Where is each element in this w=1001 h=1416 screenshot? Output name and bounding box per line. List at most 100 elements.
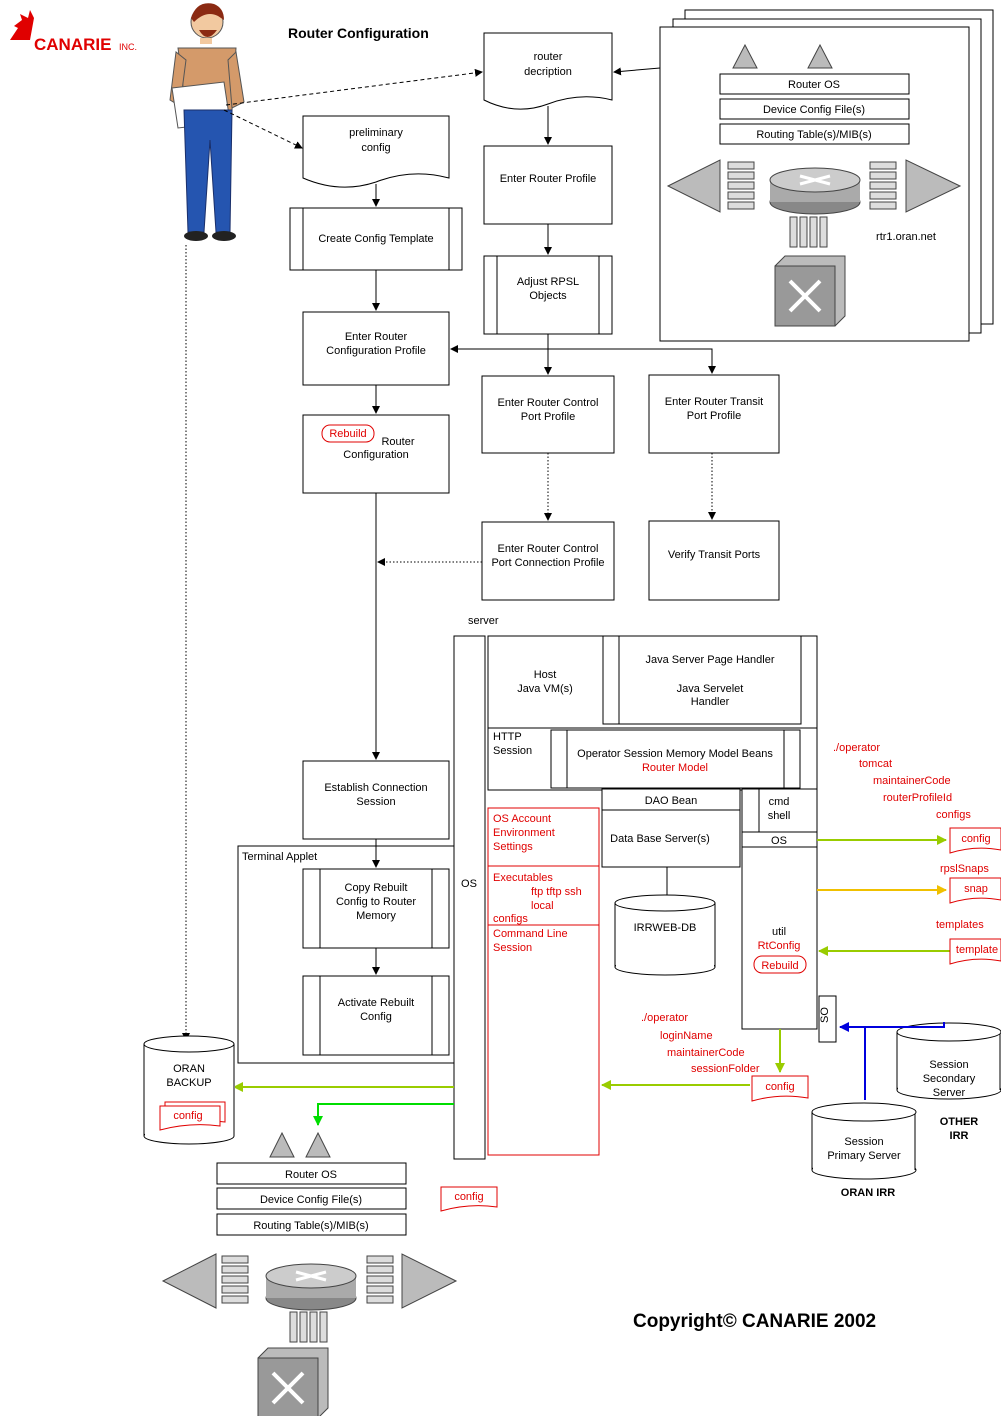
bottom-config-doc: config — [454, 1191, 483, 1203]
server-os-column: OS — [453, 635, 486, 1160]
backup-l2: BACKUP — [166, 1077, 211, 1089]
establish-l1: Establish Connection — [324, 782, 427, 794]
so-box: SO — [818, 995, 837, 1043]
preliminary-config-doc: preliminary config — [302, 115, 450, 188]
cmd-l2: shell — [768, 810, 791, 822]
secondary-l3: Server — [933, 1087, 966, 1099]
enter-profile-label: Enter Router Profile — [500, 173, 597, 185]
bottom-routing-tables: Routing Table(s)/MIB(s) — [253, 1220, 368, 1232]
rtconfig-label: RtConfig — [758, 940, 801, 952]
preliminary-line2: config — [361, 142, 390, 154]
copy-rebuilt-process: Copy Rebuilt Config to Router Memory — [302, 868, 450, 949]
maple-leaf-icon — [10, 10, 34, 40]
logo-suffix: INC. — [119, 42, 137, 52]
bottom-router-os: Router OS — [285, 1169, 337, 1181]
jsp-l2: Java Servelet — [677, 683, 744, 695]
router-description-doc: router decription — [483, 32, 613, 110]
copy-l2: Config to Router — [336, 896, 416, 908]
util-rebuild-badge: Rebuild — [761, 960, 798, 972]
enter-config-profile-box: Enter Router Configuration Profile — [302, 311, 450, 386]
bpath-session: sessionFolder — [691, 1063, 760, 1075]
transit-port-profile-box: Enter Router Transit Port Profile — [648, 374, 780, 454]
irrweb-db-label: IRRWEB-DB — [634, 922, 697, 934]
secondary-server-cylinder: Session Secondary Server — [896, 1022, 1001, 1100]
control-conn-l1: Enter Router Control — [498, 543, 599, 555]
db-server-label: Data Base Server(s) — [610, 833, 710, 845]
os-account-l3: Settings — [493, 841, 533, 853]
template-doc-label: template — [956, 944, 998, 956]
create-config-template-process: Create Config Template — [289, 207, 463, 271]
transit-port-l1: Enter Router Transit — [665, 396, 763, 408]
host-l2: Java VM(s) — [517, 683, 573, 695]
control-conn-l2: Port Connection Profile — [491, 557, 604, 569]
irrweb-db-cylinder: IRRWEB-DB — [614, 894, 716, 976]
jsp-l1: Java Server Page Handler — [645, 654, 774, 666]
bpath-operator: ./operator — [641, 1012, 688, 1024]
create-template-label: Create Config Template — [318, 233, 433, 245]
path-rpslsnaps: rpslSnaps — [940, 863, 989, 875]
jsp-l3: Handler — [691, 696, 730, 708]
cmd-l1: cmd — [769, 796, 790, 808]
template-doc: template — [949, 938, 1001, 965]
terminal-applet-label: Terminal Applet — [242, 851, 317, 863]
activate-l1: Activate Rebuilt — [338, 997, 414, 1009]
server-os-label: OS — [461, 878, 477, 890]
copy-l1: Copy Rebuilt — [345, 882, 408, 894]
canarie-logo: CANARIE INC. — [10, 10, 137, 54]
activate-rebuilt-process: Activate Rebuilt Config — [302, 975, 450, 1056]
other-irr-l1: OTHER — [940, 1116, 979, 1128]
os-account-panel: OS Account Environment Settings Executab… — [487, 807, 600, 1156]
executables-label: Executables — [493, 872, 553, 884]
util-label: util — [772, 926, 786, 938]
config-doc-bottom-label: config — [765, 1081, 794, 1093]
adjust-rpsl-process: Adjust RPSL Objects — [483, 255, 613, 335]
oran-backup-cylinder: ORAN BACKUP config — [143, 1035, 235, 1145]
adjust-l1: Adjust RPSL — [517, 276, 579, 288]
enter-router-profile-box: Enter Router Profile — [483, 145, 613, 225]
cmdline-l1: Command Line — [493, 928, 568, 940]
person-to-preliminary-arrow — [223, 109, 303, 149]
path-templates: templates — [936, 919, 984, 931]
os-account-l2: Environment — [493, 827, 555, 839]
transit-port-l2: Port Profile — [687, 410, 741, 422]
path-routerprofile: routerProfileId — [883, 792, 952, 804]
backup-doc: config — [173, 1110, 202, 1122]
router-model-label: Router Model — [642, 762, 708, 774]
rebuild-badge: Rebuild — [329, 428, 366, 440]
secondary-l2: Secondary — [923, 1073, 976, 1085]
enter-config-profile-l2: Configuration Profile — [326, 345, 426, 357]
verify-transit-box: Verify Transit Ports — [648, 520, 780, 601]
server-label: server — [468, 615, 499, 627]
adjust-l2: Objects — [529, 290, 567, 302]
so-label: SO — [819, 1007, 831, 1023]
path-tomcat: tomcat — [859, 758, 892, 770]
path-configs: configs — [936, 809, 971, 821]
path-operator: ./operator — [833, 742, 880, 754]
host-l1: Host — [534, 669, 557, 681]
configs-label: configs — [493, 913, 528, 925]
config-doc-bottom: config — [751, 1075, 809, 1102]
dao-bean-label: DAO Bean — [645, 795, 698, 807]
logo-text: CANARIE — [34, 35, 111, 54]
other-irr-l2: IRR — [950, 1130, 969, 1142]
establish-connection-box: Establish Connection Session — [302, 760, 450, 840]
copyright: Copyright© CANARIE 2002 — [633, 1311, 876, 1332]
snap-doc-label: snap — [964, 883, 988, 895]
establish-l2: Session — [356, 796, 395, 808]
http-l1: HTTP — [493, 731, 522, 743]
router-panel-bottom: Router OS Device Config File(s) Routing … — [161, 1131, 498, 1416]
config-doc-right: config — [949, 827, 1001, 854]
top-device-config: Device Config File(s) — [763, 104, 865, 116]
page-title: Router Configuration — [288, 25, 429, 41]
secondary-l1: Session — [929, 1059, 968, 1071]
router-hostname: rtr1.oran.net — [876, 231, 936, 243]
enter-config-profile-l1: Enter Router — [345, 331, 408, 343]
exe-tools-l2: local — [531, 900, 554, 912]
copy-l3: Memory — [356, 910, 396, 922]
primary-server-cylinder: Session Primary Server — [811, 1102, 917, 1180]
config-doc-right-label: config — [961, 833, 990, 845]
description-l2: decription — [524, 66, 572, 78]
control-port-connection-box: Enter Router Control Port Connection Pro… — [481, 521, 615, 601]
top-router-os: Router OS — [788, 79, 840, 91]
snap-doc: snap — [949, 877, 1001, 904]
